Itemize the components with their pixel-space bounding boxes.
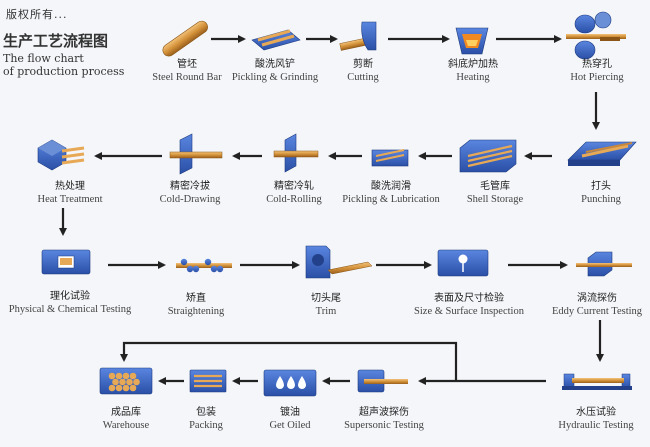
step-label-get-oiled: 镀油 Get Oiled (220, 406, 360, 432)
step-label-inspection: 表面及尺寸检验 Size & Surface Inspection (399, 292, 539, 318)
step-zh: 包装 (196, 407, 216, 418)
step-zh: 切头尾 (311, 293, 341, 304)
cold-drawing-icon (169, 133, 223, 175)
step-label-cold-rolling: 精密冷轧 Cold-Rolling (224, 180, 364, 206)
step-en: Cutting (347, 72, 379, 83)
step-label-pickling-lubrication: 酸洗润滑 Pickling & Lubrication (321, 180, 461, 206)
step-zh: 理化试验 (50, 291, 90, 302)
step-zh: 热处理 (55, 181, 85, 192)
step-zh: 水压试验 (576, 407, 616, 418)
step-zh: 打头 (591, 181, 611, 192)
step-label-supersonic: 超声波探伤 Supersonic Testing (314, 406, 454, 432)
step-label-shell-storage: 毛管库 Shell Storage (425, 180, 565, 206)
step-en: Cold-Rolling (266, 194, 322, 205)
step-label-punching: 打头 Punching (531, 180, 650, 206)
step-label-round-bar: 管坯 Steel Round Bar (117, 58, 257, 84)
step-zh: 涡流探伤 (577, 293, 617, 304)
step-label-packing: 包装 Packing (136, 406, 276, 432)
step-label-hydraulic: 水压试验 Hydraulic Testing (526, 406, 650, 432)
step-zh: 斜底炉加热 (448, 59, 498, 70)
step-en: Punching (581, 194, 621, 205)
oil-drops-icon (263, 369, 317, 397)
step-zh: 表面及尺寸检验 (434, 293, 504, 304)
straightening-icon (176, 258, 232, 273)
lubrication-icon (371, 149, 409, 167)
furnace-icon (455, 27, 489, 55)
chart-title-zh: 生产工艺流程图 (3, 32, 109, 50)
step-label-warehouse: 成品库 Warehouse (56, 406, 196, 432)
step-zh: 精密冷轧 (274, 181, 314, 192)
step-zh: 酸洗风铲 (255, 59, 295, 70)
step-zh: 热穿孔 (582, 59, 612, 70)
step-label-heat-treatment: 热处理 Heat Treatment (0, 180, 140, 206)
step-label-heating: 斜底炉加热 Heating (403, 58, 543, 84)
step-zh: 超声波探伤 (359, 407, 409, 418)
step-en: Straightening (167, 306, 225, 317)
warehouse-icon (99, 367, 153, 395)
heat-treatment-icon (37, 139, 85, 171)
inspection-icon (437, 249, 489, 277)
step-en: Eddy Current Testing (551, 306, 643, 317)
cold-rolling-icon (273, 133, 319, 173)
step-label-eddy-current: 涡流探伤 Eddy Current Testing (527, 292, 650, 318)
step-zh: 成品库 (111, 407, 141, 418)
step-en: Packing (189, 420, 223, 431)
eddy-current-icon (576, 251, 632, 277)
step-label-straightening: 矫直 Straightening (126, 292, 266, 318)
step-label-hot-piercing: 热穿孔 Hot Piercing (527, 58, 650, 84)
flow-arrows (59, 35, 604, 385)
step-en: Hydraulic Testing (558, 420, 634, 431)
arrow-return (120, 341, 458, 381)
cutting-icon (339, 21, 377, 51)
step-en: Heating (456, 72, 490, 83)
step-en: Cold-Drawing (159, 194, 221, 205)
chart-title-en: The flow chart of production process (3, 52, 143, 78)
hydraulic-icon (562, 373, 632, 390)
step-zh: 镀油 (280, 407, 300, 418)
step-label-cutting: 剪断 Cutting (293, 58, 433, 84)
step-en: Warehouse (102, 420, 150, 431)
chart-title-en-line2: of production process (3, 65, 125, 78)
trim-icon (305, 245, 373, 279)
ultrasonic-icon (357, 369, 408, 393)
step-en: Steel Round Bar (152, 72, 222, 83)
step-zh: 酸洗润滑 (371, 181, 411, 192)
step-zh: 剪断 (353, 59, 373, 70)
round-bar-icon (162, 20, 208, 57)
step-label-physical-chemical: 理化试验 Physical & Chemical Testing (0, 290, 140, 316)
step-en: Heat Treatment (37, 194, 103, 205)
step-en: Pickling & Grinding (231, 72, 319, 83)
step-zh: 矫直 (186, 293, 206, 304)
step-en: Get Oiled (269, 420, 311, 431)
chart-title-en-line1: The flow chart (3, 52, 84, 65)
shell-storage-icon (459, 139, 517, 173)
step-en: Physical & Chemical Testing (8, 304, 132, 315)
watermark: 版权所有... (6, 8, 68, 21)
packing-icon (189, 369, 227, 393)
step-label-trim: 切头尾 Trim (256, 292, 396, 318)
step-en: Trim (315, 306, 337, 317)
step-en: Hot Piercing (570, 72, 624, 83)
pickling-icon (251, 29, 301, 51)
punching-icon (567, 141, 637, 166)
lab-testing-icon (41, 249, 91, 275)
step-en: Pickling & Lubrication (342, 194, 440, 205)
step-zh: 毛管库 (480, 181, 510, 192)
step-label-cold-drawing: 精密冷拔 Cold-Drawing (120, 180, 260, 206)
step-en: Size & Surface Inspection (414, 306, 524, 317)
step-en: Shell Storage (466, 194, 524, 205)
step-zh: 管坯 (177, 59, 197, 70)
step-en: Supersonic Testing (344, 420, 424, 431)
step-label-pickling-grinding: 酸洗风铲 Pickling & Grinding (205, 58, 345, 84)
piercing-icon (566, 11, 626, 60)
step-zh: 精密冷拔 (170, 181, 210, 192)
